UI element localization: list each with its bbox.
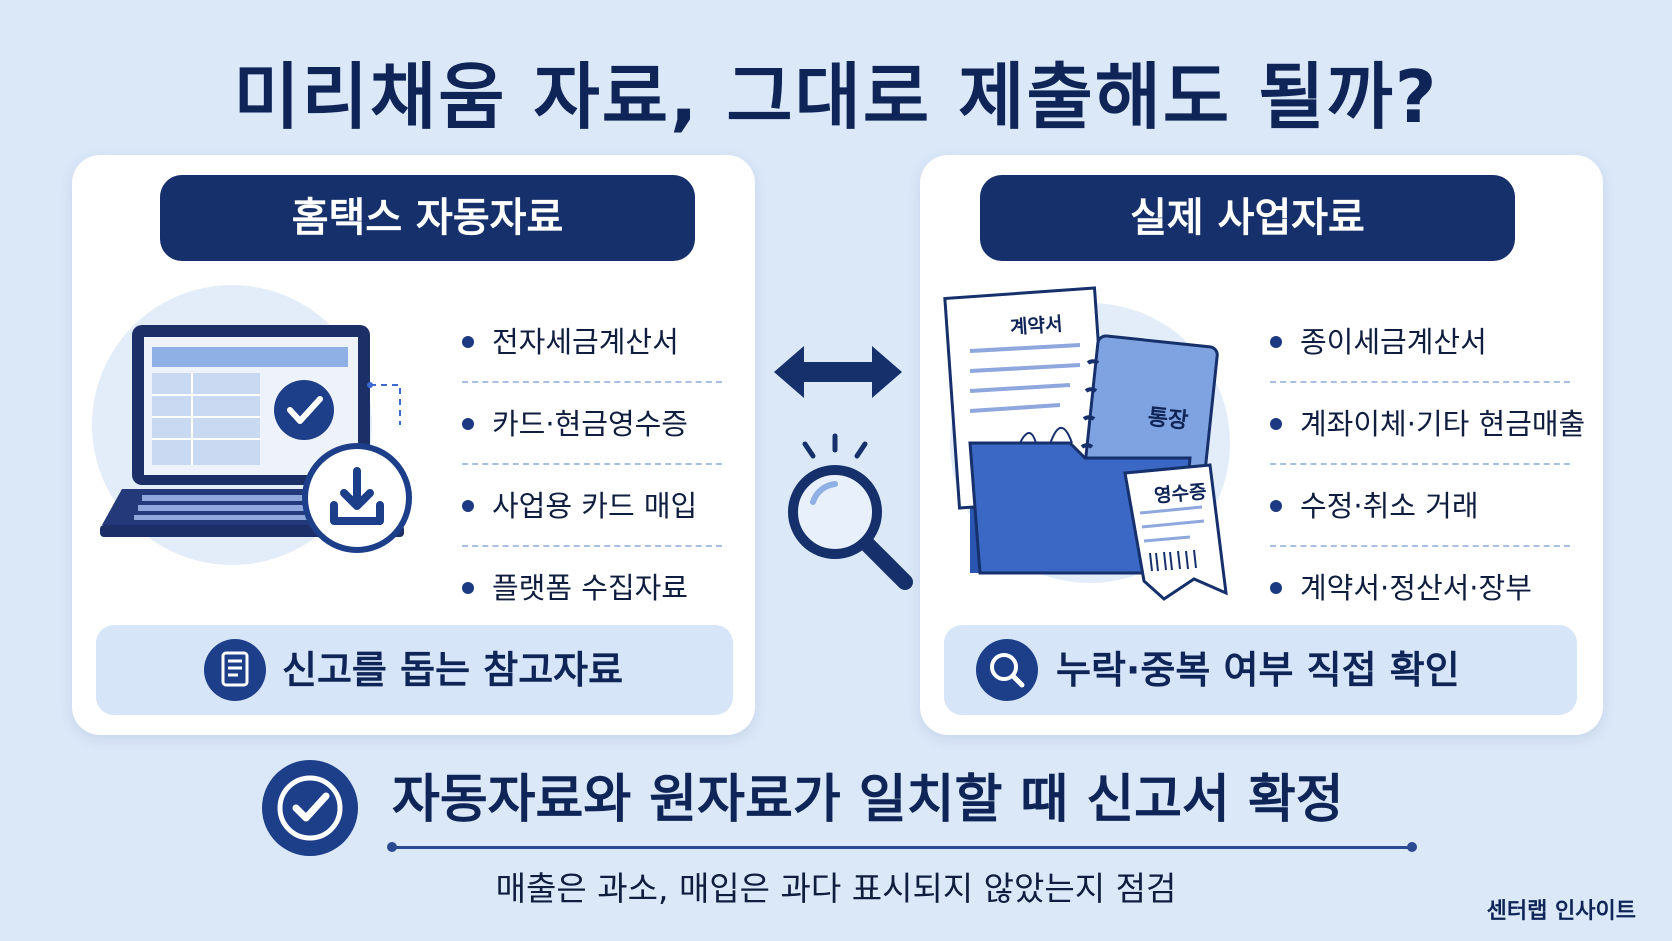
list-item: 전자세금계산서	[462, 301, 722, 383]
page-title: 미리채움 자료, 그대로 제출해도 될까?	[233, 55, 1439, 139]
list-item: 수정·취소 거래	[1270, 465, 1570, 547]
auto-data-list: 전자세금계산서 카드·현금영수증 사업용 카드 매입 플랫폼 수집자료	[462, 301, 722, 629]
list-item: 종이세금계산서	[1270, 301, 1570, 383]
list-item: 카드·현금영수증	[462, 383, 722, 465]
real-data-list: 종이세금계산서 계좌이체·기타 현금매출 수정·취소 거래 계약서·정산서·장부	[1270, 301, 1585, 629]
list-item: 계좌이체·기타 현금매출	[1270, 383, 1585, 465]
auto-data-heading: 홈택스 자동자료	[160, 175, 695, 261]
real-data-panel: 실제 사업자료	[920, 155, 1603, 735]
auto-data-footer: 신고를 돕는 참고자료	[96, 625, 733, 715]
receipt-label: 영수증	[1153, 480, 1208, 508]
auto-data-footer-text: 신고를 돕는 참고자료	[282, 648, 624, 692]
bankbook-label: 통장	[1146, 404, 1190, 435]
divider	[387, 842, 1417, 852]
real-data-footer: 누락·중복 여부 직접 확인	[944, 625, 1577, 715]
documents-illustration	[943, 286, 1230, 601]
real-data-heading: 실제 사업자료	[980, 175, 1515, 261]
search-icon	[976, 639, 1038, 701]
conclusion-subline: 매출은 과소, 매입은 과다 표시되지 않았는지 점검	[495, 869, 1177, 908]
list-item: 계약서·정산서·장부	[1270, 547, 1570, 629]
list-item: 사업용 카드 매입	[462, 465, 722, 547]
conclusion-headline: 자동자료와 원자료가 일치할 때 신고서 확정	[392, 770, 1344, 830]
download-icon	[302, 443, 412, 553]
document-icon	[204, 639, 266, 701]
contract-label: 계약서	[1009, 313, 1064, 339]
laptop-illustration	[92, 285, 404, 565]
magnifier-icon	[788, 433, 913, 590]
double-arrow-icon	[774, 346, 902, 398]
auto-data-panel: 홈택스 자동자료 전자세금계산서 카드·현금영수증	[72, 155, 755, 735]
list-item: 플랫폼 수집자료	[462, 547, 722, 629]
brand-label: 센터랩 인사이트	[1486, 899, 1636, 924]
check-circle-icon	[262, 760, 358, 856]
real-data-footer-text: 누락·중복 여부 직접 확인	[1056, 648, 1460, 692]
